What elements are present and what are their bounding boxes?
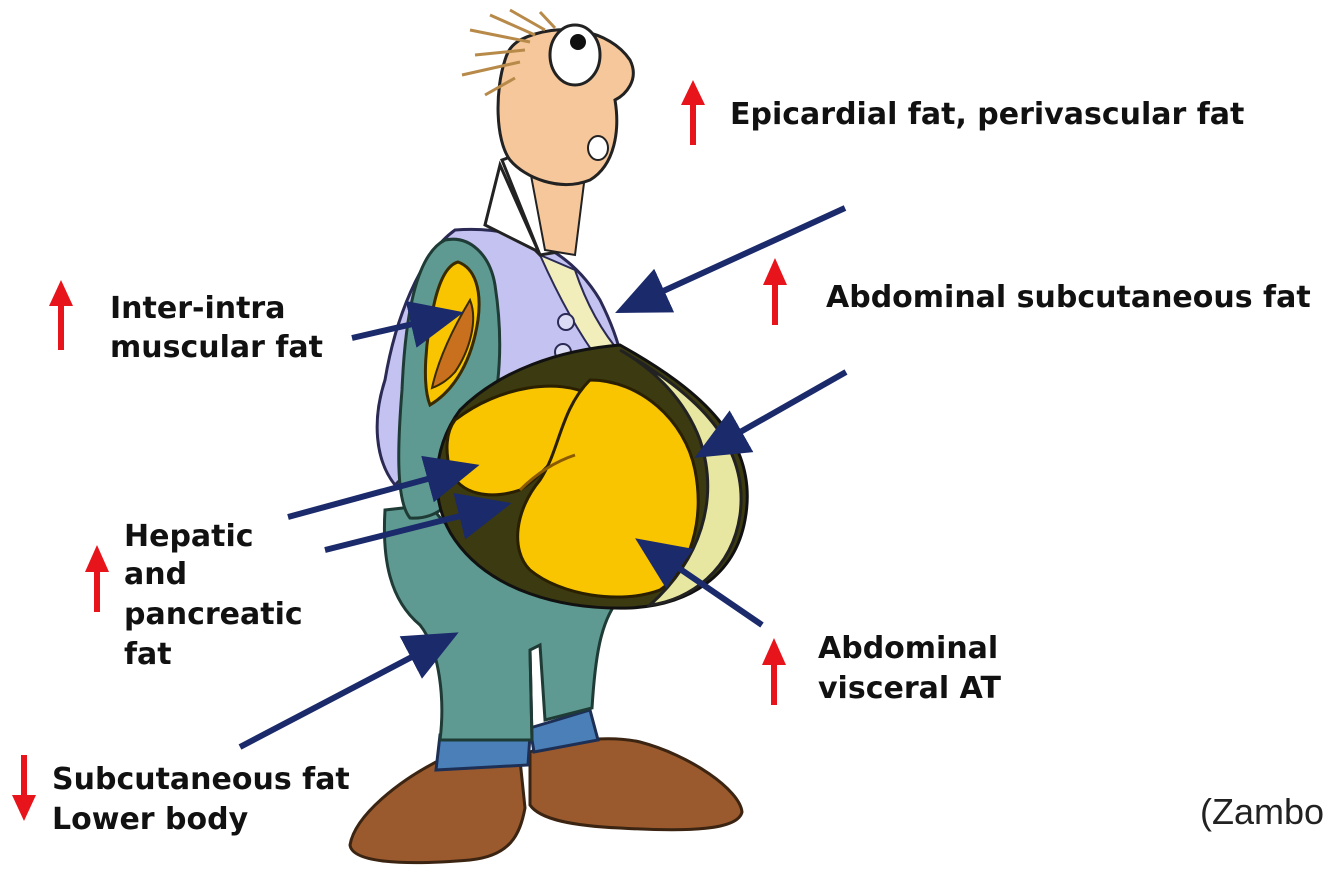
label-visceral-line2: visceral AT [818,671,1001,707]
label-hepatic-line3: pancreatic [124,597,303,633]
pointer-arrow-visceral-subcutaneous [705,372,846,452]
up-arrow-icon-visceral [762,638,786,705]
label-hepatic-line2: and [124,557,187,593]
label-lower-line1: Subcutaneous fat [52,762,350,798]
up-arrow-icon-abdominal-subcutaneous [763,258,787,325]
up-arrow-icon-epicardial [681,80,705,145]
label-hepatic-line1: Hepatic [124,519,254,555]
label-hepatic-line4: fat [124,637,172,673]
shoes [350,739,742,863]
label-visceral-line1: Abdominal [818,631,998,667]
down-arrow-icon-lower-body [12,755,36,821]
citation: (Zambo [1200,791,1324,833]
up-arrow-icon-hepatic [85,545,109,612]
label-epicardial: Epicardial fat, perivascular fat [730,97,1244,133]
label-abdominal-subcutaneous: Abdominal subcutaneous fat [826,280,1311,316]
head [462,10,633,184]
label-muscular-line2: muscular fat [110,330,323,366]
label-lower-line2: Lower body [52,802,248,838]
label-muscular-line1: Inter-intra [110,291,285,327]
pointer-arrow-lower-body [240,638,448,747]
pointer-arrow-abdominal-subcutaneous [626,208,845,308]
up-arrow-icon-muscular [49,280,73,350]
